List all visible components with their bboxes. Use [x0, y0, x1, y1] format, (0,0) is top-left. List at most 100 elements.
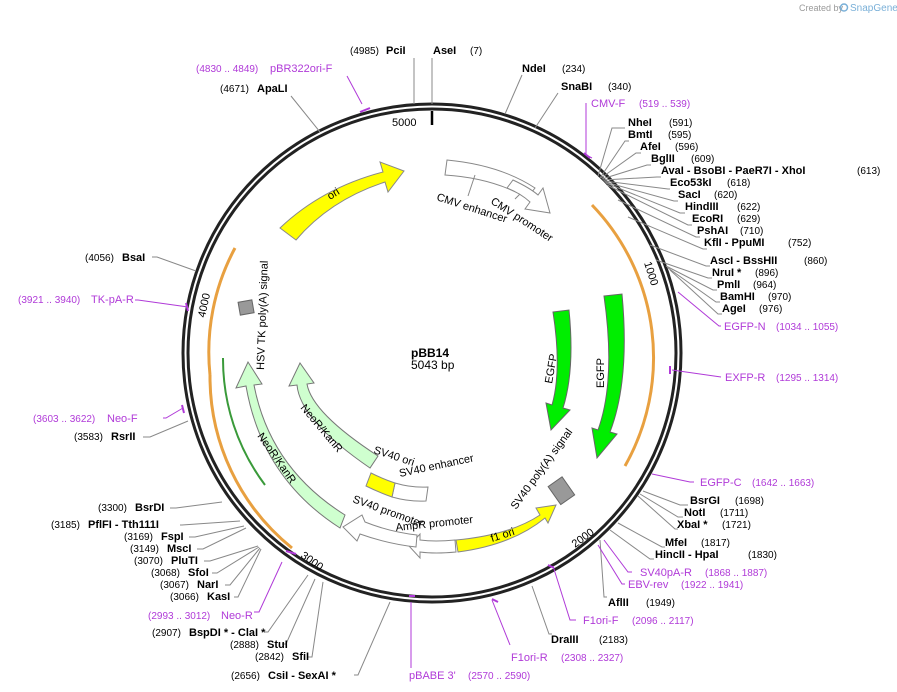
primer-f1ori-f[interactable]: F1ori-F — [583, 615, 619, 627]
site-kfli-group-pos: (752) — [788, 238, 811, 249]
feature-egfp-inner[interactable] — [545, 309, 572, 432]
site-bmti[interactable]: BmtI — [628, 129, 652, 141]
site-pflfi-group-pos: (3185) — [51, 520, 80, 531]
snapgene-credit: Created by SnapGene — [799, 3, 897, 14]
site-agei-pos: (976) — [759, 304, 782, 315]
feature-egfp-outer[interactable] — [591, 293, 625, 460]
credit-brand: SnapGene — [850, 3, 897, 14]
feature-f1-ori[interactable] — [455, 504, 557, 553]
site-saci[interactable]: SacI — [678, 189, 701, 201]
site-bsrdi-pos: (3300) — [98, 503, 127, 514]
site-nari[interactable]: NarI — [197, 579, 218, 591]
site-bamhi-pos: (970) — [768, 292, 791, 303]
site-asei[interactable]: AseI — [433, 45, 456, 57]
site-hpai-group-pos: (1830) — [748, 550, 777, 561]
feature-rail-right — [590, 203, 656, 467]
site-xbai-pos: (1721) — [722, 520, 751, 531]
feature-sv40-polya[interactable] — [547, 476, 576, 506]
site-apali[interactable]: ApaLI — [257, 83, 288, 95]
site-hpai-group[interactable]: HincII - HpaI — [655, 549, 719, 561]
feature-rail-left-upper — [207, 247, 237, 376]
primer-tk-pa-r[interactable]: TK-pA-R — [91, 294, 134, 306]
site-clai-group[interactable]: BspDI * - ClaI * — [189, 627, 266, 639]
primer-f1ori-r[interactable]: F1ori-R — [511, 652, 548, 664]
site-hindiii[interactable]: HindIII — [685, 201, 719, 213]
site-pmli[interactable]: PmlI — [717, 279, 740, 291]
site-bglii[interactable]: BglII — [651, 153, 675, 165]
site-ndei[interactable]: NdeI — [522, 63, 546, 75]
site-kasi[interactable]: KasI — [207, 591, 230, 603]
site-eco53ki[interactable]: Eco53kI — [670, 177, 712, 189]
site-agei[interactable]: AgeI — [722, 303, 746, 315]
site-bamhi[interactable]: BamHI — [720, 291, 755, 303]
site-sexai-group[interactable]: CsiI - SexAI * — [268, 670, 337, 682]
site-aflii-pos: (1949) — [646, 598, 675, 609]
feature-neor-kanr-outer[interactable] — [235, 360, 346, 529]
site-mfei[interactable]: MfeI — [665, 537, 687, 549]
site-nhei[interactable]: NheI — [628, 117, 652, 129]
primer-pbr322ori-f[interactable]: pBR322ori-F — [270, 63, 333, 75]
site-xbai[interactable]: XbaI * — [677, 519, 708, 531]
primer-egfp-c-range: (1642 .. 1663) — [752, 478, 814, 489]
site-rsrii-pos: (3583) — [74, 432, 103, 443]
feature-neor-kanr-inner[interactable] — [288, 362, 379, 469]
feature-hsv-tk-polya[interactable] — [237, 299, 255, 316]
site-leaders — [143, 58, 722, 676]
feature-cmv-promoter[interactable] — [506, 179, 551, 214]
site-bsrgi[interactable]: BsrGI — [690, 495, 720, 507]
site-afei[interactable]: AfeI — [640, 141, 661, 153]
site-pshai[interactable]: PshAI — [697, 225, 728, 237]
site-apali-pos: (4671) — [220, 84, 249, 95]
site-aflii[interactable]: AflII — [608, 597, 629, 609]
feature-ampr-promoter[interactable] — [408, 532, 457, 560]
primer-neo-r[interactable]: Neo-R — [221, 610, 253, 622]
site-msci[interactable]: MscI — [167, 543, 191, 555]
site-nhei-pos: (591) — [669, 118, 692, 129]
primer-sv40pa-r[interactable]: SV40pA-R — [640, 567, 692, 579]
site-sfoi[interactable]: SfoI — [188, 567, 209, 579]
site-ecori[interactable]: EcoRI — [692, 213, 723, 225]
primer-neo-f[interactable]: Neo-F — [107, 413, 138, 425]
site-sfii[interactable]: SfiI — [292, 651, 309, 663]
feature-sv40-promoter[interactable] — [342, 514, 418, 548]
site-noti[interactable]: NotI — [684, 507, 705, 519]
site-nrui[interactable]: NruI * — [712, 267, 742, 279]
site-asci-group-pos: (860) — [804, 256, 827, 267]
site-draiii[interactable]: DraIII — [551, 634, 579, 646]
feature-sv40-enhancer[interactable] — [391, 482, 429, 502]
snapgene-logo-icon — [839, 3, 849, 12]
primer-egfp-c[interactable]: EGFP-C — [700, 477, 742, 489]
primer-f1ori-f-range: (2096 .. 2117) — [632, 616, 694, 627]
site-stui-pos: (2888) — [230, 640, 259, 651]
site-stui[interactable]: StuI — [267, 639, 288, 651]
site-pflfi-group[interactable]: PflFI - Tth111I — [88, 519, 159, 531]
primer-exfp-r[interactable]: EXFP-R — [725, 372, 765, 384]
site-pcii[interactable]: PciI — [386, 45, 406, 57]
site-kfli-group[interactable]: KflI - PpuMI — [704, 237, 765, 249]
site-snabi[interactable]: SnaBI — [561, 81, 592, 93]
primer-cmv-f[interactable]: CMV-F — [591, 98, 626, 110]
site-asci-group[interactable]: AscI - BssHII — [710, 255, 777, 267]
feature-rail-left-lower — [208, 374, 293, 550]
primer-ebv-rev[interactable]: EBV-rev — [628, 579, 669, 591]
primer-f1ori-r-range: (2308 .. 2327) — [561, 653, 623, 664]
site-xhoi-group[interactable]: AvaI - BsoBI - PaeR7I - XhoI — [661, 165, 805, 177]
site-fspi[interactable]: FspI — [161, 531, 184, 543]
primer-egfp-n[interactable]: EGFP-N — [724, 321, 766, 333]
feature-ori[interactable] — [279, 161, 405, 241]
site-ndei-pos: (234) — [562, 64, 585, 75]
site-fspi-pos: (3169) — [124, 532, 153, 543]
site-rsrii[interactable]: RsrII — [111, 431, 135, 443]
site-pluti[interactable]: PluTI — [171, 555, 198, 567]
feature-sv40-ori[interactable] — [365, 472, 396, 498]
site-bsai[interactable]: BsaI — [122, 252, 145, 264]
primer-sv40pa-r-range: (1868 .. 1887) — [705, 568, 767, 579]
site-sfii-pos: (2842) — [255, 652, 284, 663]
primer-exfp-r-range: (1295 .. 1314) — [776, 373, 838, 384]
feature-egfp-inner-label: EGFP — [543, 353, 560, 385]
site-msci-pos: (3149) — [130, 544, 159, 555]
site-bsrdi[interactable]: BsrDI — [135, 502, 164, 514]
primer-pbabe-3[interactable]: pBABE 3' — [409, 670, 456, 682]
site-kasi-pos: (3066) — [170, 592, 199, 603]
site-ecori-pos: (629) — [737, 214, 760, 225]
